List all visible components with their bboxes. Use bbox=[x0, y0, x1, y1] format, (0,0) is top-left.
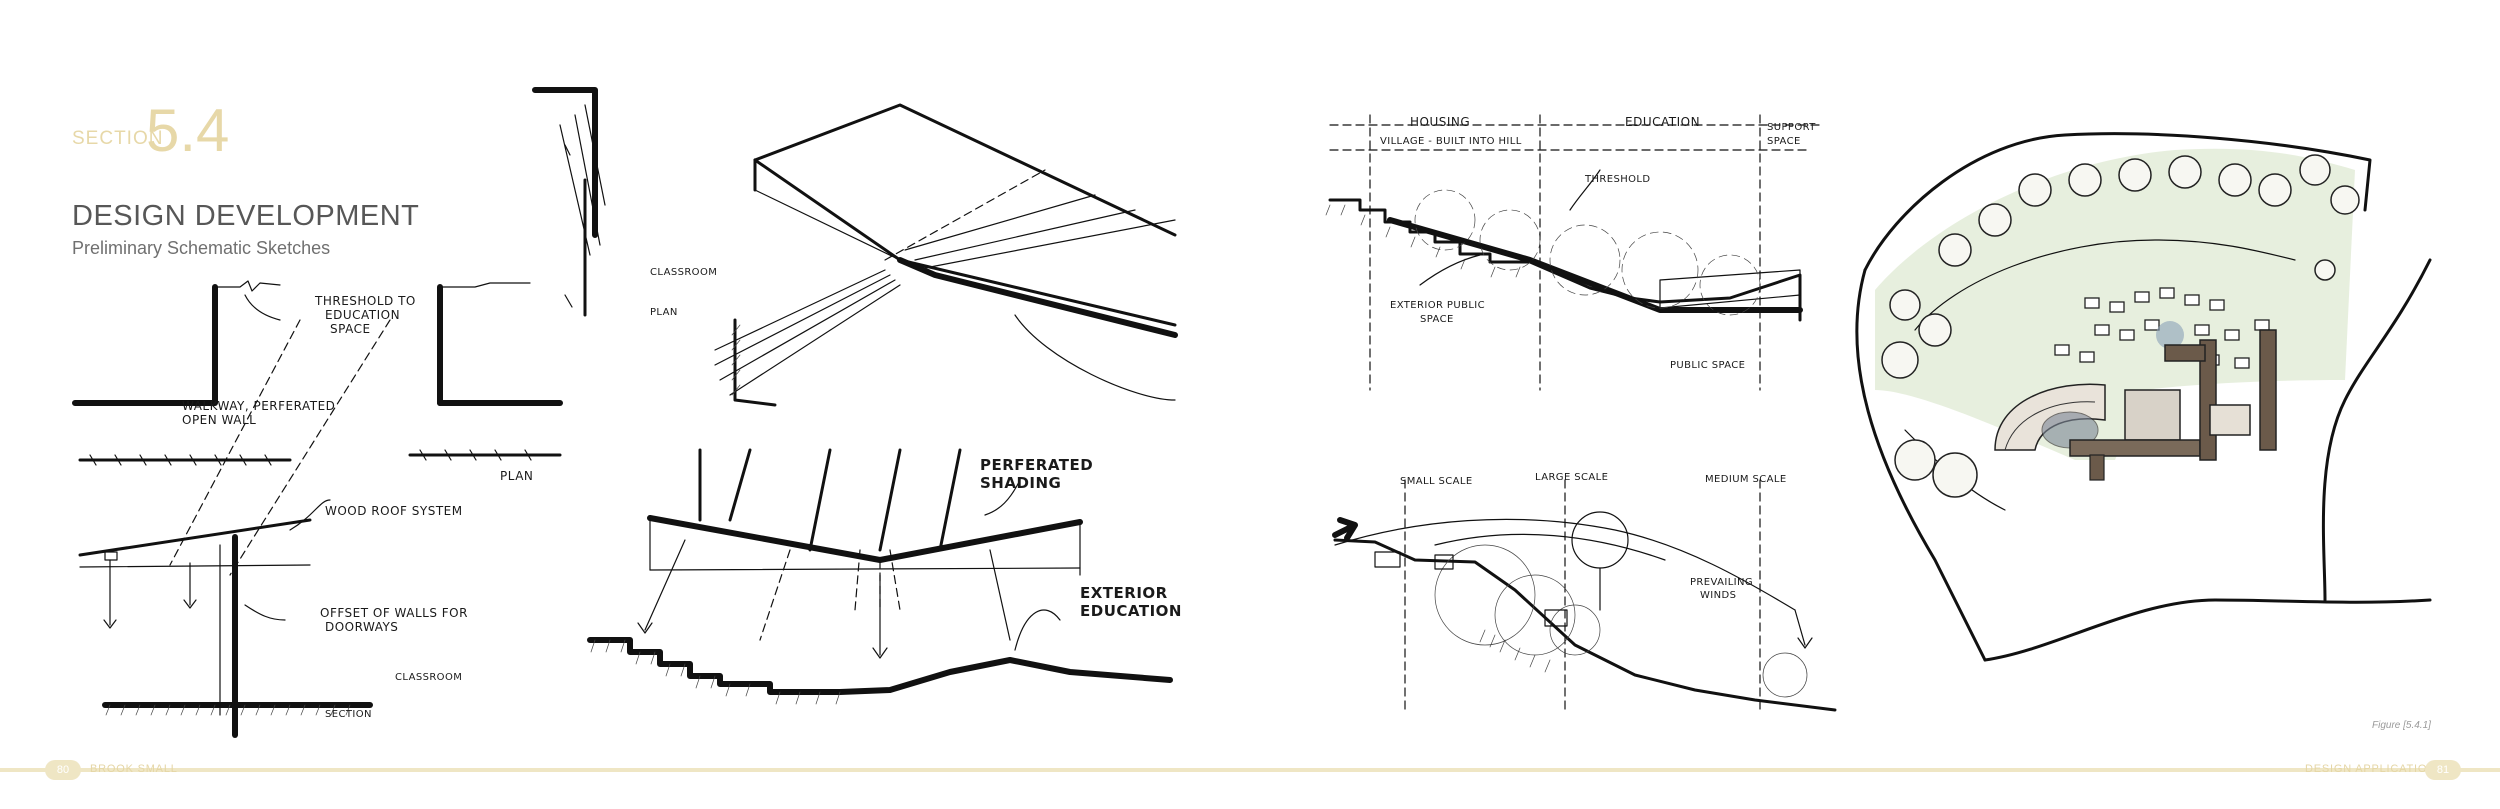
sketch-site-section: HOUSING VILLAGE - BUILT INTO HILL EDUCAT… bbox=[1325, 114, 1821, 391]
label-walkway-line2: OPEN WALL bbox=[182, 413, 256, 427]
label-plan-2: PLAN bbox=[650, 307, 678, 318]
trees bbox=[1881, 154, 2360, 498]
label-wood-roof: WOOD ROOF SYSTEM bbox=[325, 504, 463, 518]
label-village: VILLAGE - BUILT INTO HILL bbox=[1380, 136, 1522, 147]
label-exterior-education-line2: EDUCATION bbox=[1080, 602, 1182, 620]
label-threshold-to-education: THRESHOLD TO bbox=[314, 294, 416, 308]
footer-bar-right bbox=[1250, 768, 2500, 772]
label-perforated-shading: PERFERATED bbox=[980, 456, 1093, 474]
section-label: SECTION bbox=[72, 128, 164, 149]
footer-bar-left bbox=[0, 768, 1250, 772]
label-classroom-1: CLASSROOM bbox=[395, 672, 462, 683]
label-plan-1: PLAN bbox=[500, 469, 533, 483]
sketch-scale-section: SMALL SCALE LARGE SCALE MEDIUM SCALE PRE… bbox=[1332, 472, 1837, 712]
label-walkway: WALKWAY, PERFERATED bbox=[182, 399, 335, 413]
label-exterior-public-line2: SPACE bbox=[1420, 314, 1454, 325]
page-subtitle: Preliminary Schematic Sketches bbox=[72, 238, 331, 258]
sketch-roof-perspective bbox=[714, 103, 1178, 407]
label-small-scale: SMALL SCALE bbox=[1400, 476, 1473, 487]
page-number-left: 80 bbox=[45, 760, 81, 780]
section-number: 5.4 bbox=[146, 97, 230, 164]
sketch-small-plan: CLASSROOM PLAN bbox=[532, 87, 717, 318]
label-exterior-education: EXTERIOR bbox=[1080, 584, 1168, 602]
label-classroom-2: CLASSROOM bbox=[650, 267, 717, 278]
label-section-1: SECTION bbox=[325, 709, 372, 720]
label-threshold-line3: SPACE bbox=[330, 322, 371, 336]
label-threshold-line2: EDUCATION bbox=[325, 308, 400, 322]
label-exterior-public: EXTERIOR PUBLIC bbox=[1390, 300, 1485, 311]
footer-author: BROOK SMALL bbox=[90, 763, 178, 775]
page-title: DESIGN DEVELOPMENT bbox=[72, 200, 420, 232]
page-number-right: 81 bbox=[2425, 760, 2461, 780]
label-support: SUPPORT bbox=[1767, 122, 1816, 133]
sketch-perforated-shading-section: PERFERATED SHADING EXTERIOR EDUCATION bbox=[587, 448, 1181, 705]
label-education: EDUCATION bbox=[1625, 115, 1700, 129]
label-large-scale: LARGE SCALE bbox=[1535, 472, 1608, 483]
label-medium-scale: MEDIUM SCALE bbox=[1705, 474, 1787, 485]
label-support-line2: SPACE bbox=[1767, 136, 1801, 147]
sketch-site-plan bbox=[1855, 132, 2432, 662]
label-offset-line2: DOORWAYS bbox=[325, 620, 398, 634]
label-threshold: THRESHOLD bbox=[1584, 174, 1651, 185]
label-perforated-line2: SHADING bbox=[980, 474, 1061, 492]
figure-caption: Figure [5.4.1] bbox=[2372, 720, 2431, 731]
footer-section-title: DESIGN APPLICATION bbox=[2305, 763, 2436, 775]
label-prevailing-winds: PREVAILING bbox=[1690, 577, 1753, 588]
central-building bbox=[1994, 329, 2277, 481]
label-public-space: PUBLIC SPACE bbox=[1670, 360, 1745, 371]
sketch-doorway-plan-section: THRESHOLD TO EDUCATION SPACE WALKWAY, PE… bbox=[72, 280, 563, 738]
label-offset-walls: OFFSET OF WALLS FOR bbox=[320, 606, 468, 620]
label-housing: HOUSING bbox=[1410, 115, 1470, 129]
label-prevailing-winds-line2: WINDS bbox=[1700, 590, 1736, 601]
